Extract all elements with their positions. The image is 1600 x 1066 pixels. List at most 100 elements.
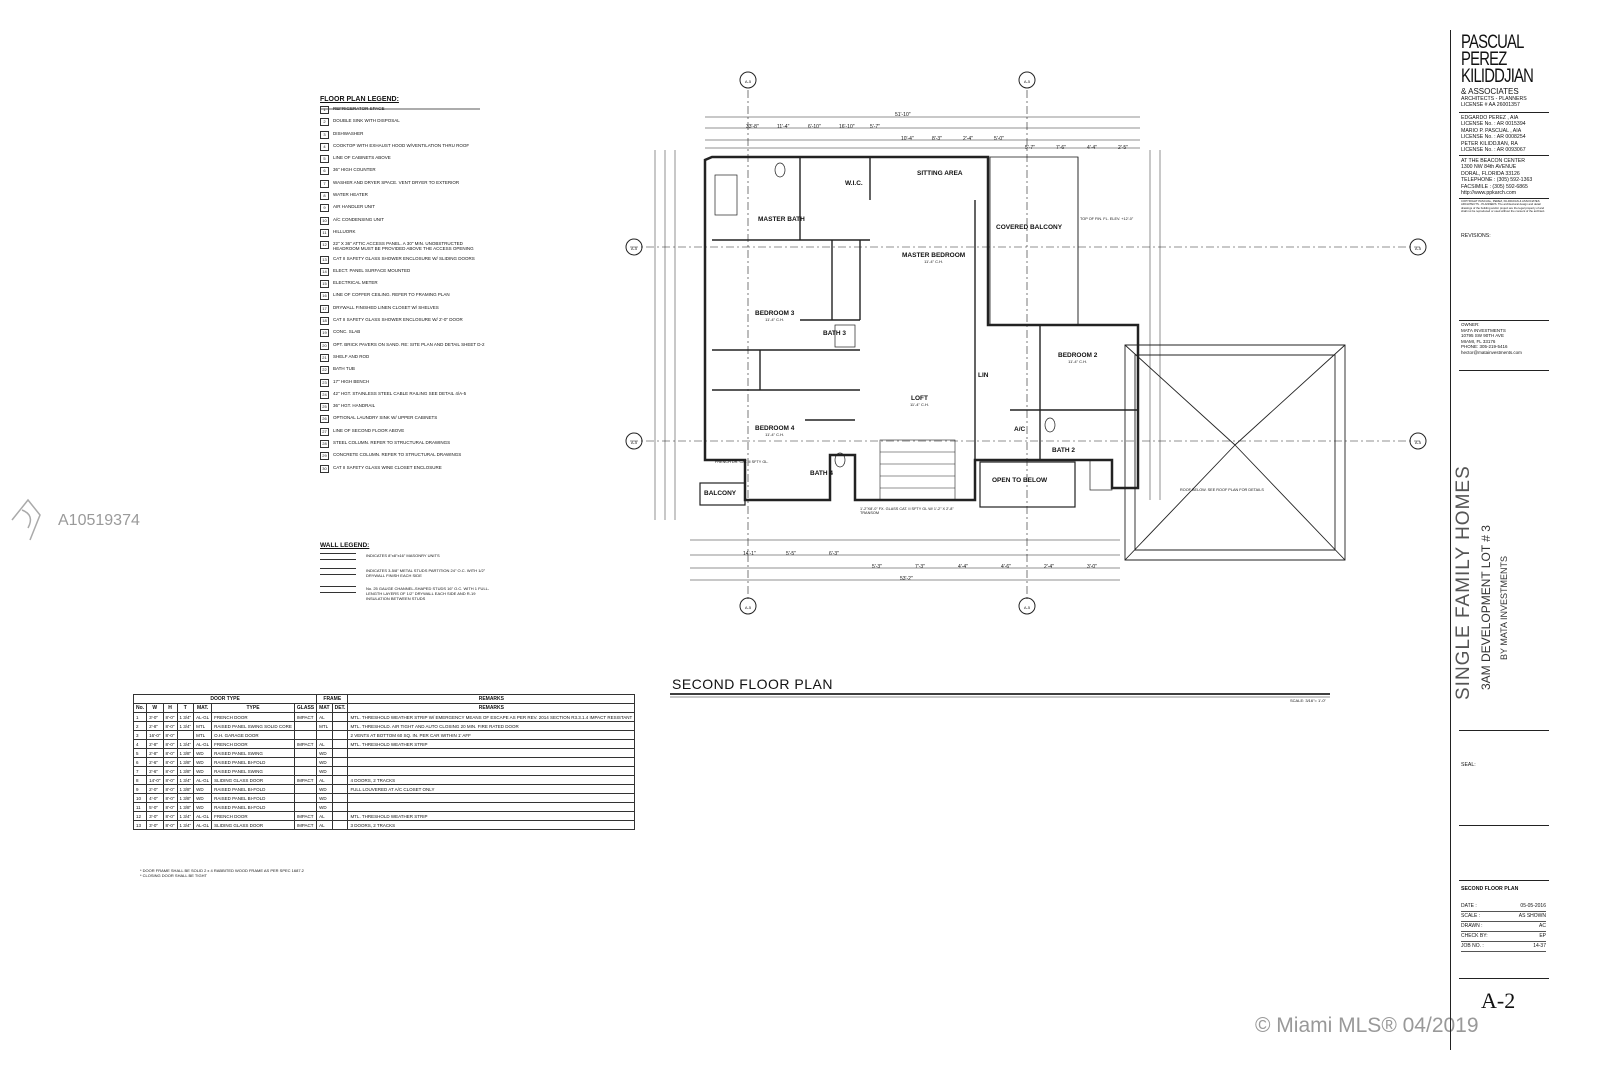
- door-cell: MTL. THRESHOLD. AIR TIGHT AND AUTO CLOSI…: [347, 721, 636, 731]
- door-cell: 8'-0": [162, 739, 178, 749]
- legend-text: OPT. BRICK PAVERS ON SAND. RE: SITE PLAN…: [333, 341, 485, 347]
- door-cell: [347, 802, 636, 812]
- door-col-header: DET.: [331, 703, 349, 713]
- legend-text: HILLUORK: [333, 228, 356, 234]
- room-label: MASTER BATH: [758, 216, 805, 223]
- sheet-field-value: AS SHOWN: [1518, 913, 1546, 919]
- project-title: SINGLE FAMILY HOMES: [1453, 465, 1474, 700]
- door-cell: IMPACT: [293, 739, 318, 749]
- room-ceiling: 11'-4" C.H.: [765, 432, 785, 437]
- door-col-header: GLASS: [293, 703, 318, 713]
- door-cell: [331, 811, 349, 821]
- owner-line: OWNER:: [1461, 322, 1480, 327]
- door-schedule-title: DOOR TYPE: [132, 694, 318, 704]
- door-cell: 8'-0": [162, 730, 178, 740]
- door-cell: AL-GL: [193, 811, 213, 821]
- door-cell: 13: [132, 820, 148, 830]
- legend-key: 3: [320, 130, 329, 139]
- door-cell: [347, 766, 636, 776]
- door-cell: [293, 730, 318, 740]
- grid-tag: A-5: [745, 79, 752, 84]
- plan-note: 1'-2"X8'-0" FX. GLASS CAT. II SFTY GL W/…: [860, 507, 954, 515]
- address-line: DORAL, FLORIDA 33126: [1461, 170, 1520, 177]
- room-name: BALCONY: [704, 490, 737, 497]
- door-cell: [293, 784, 318, 794]
- room-name: BATH 2: [1052, 447, 1075, 454]
- plan-note: FRENCH DR. CAT. II SFTY GL.: [715, 460, 769, 464]
- address-line: 1300 NW 84th AVENUE: [1461, 164, 1517, 171]
- legend-key: 2: [320, 118, 329, 127]
- door-cell: 8'-0": [162, 793, 178, 803]
- grid-tag: A-5: [1415, 440, 1422, 445]
- fixtures: [714, 162, 1113, 491]
- door-cell: 4: [132, 739, 148, 749]
- interior-walls: [712, 157, 1138, 460]
- sheet-field: JOB NO. :14-37: [1461, 942, 1546, 952]
- dimension-label: 5'-3": [872, 564, 882, 570]
- dimension-label: 53'-2": [900, 576, 913, 582]
- door-cell: 7: [132, 766, 148, 776]
- dimension-label: 4'-6": [1001, 564, 1011, 570]
- door-cell: 12: [132, 811, 148, 821]
- wall-legend-row: INDICATES 8"x8"x16" MASONRY UNITS: [320, 553, 490, 560]
- dimension-label: 8'-3": [932, 136, 942, 142]
- revisions-label: REVISIONS:: [1461, 233, 1491, 239]
- wall-legend-text: No. 25 GAUGE CHANNEL-SHAPED STUDS 16" O.…: [366, 586, 490, 601]
- legend-text: A/C CONDENSING UNIT: [333, 216, 385, 222]
- legend-key: 13: [320, 255, 329, 264]
- wall-legend-title: WALL LEGEND:: [320, 542, 370, 549]
- room-name: BEDROOM 4: [755, 425, 795, 432]
- door-col-header: H: [162, 703, 178, 713]
- covered-balcony-outline: [989, 156, 1079, 326]
- plan-note: ROOF BELOW. SEE ROOF PLAN FOR DETAILS: [1180, 488, 1264, 492]
- grid-lines: [630, 90, 1420, 600]
- door-cell: 1 3/4": [176, 811, 195, 821]
- door-cell: FULL LOUVERED AT A/C CLOSET ONLY: [347, 784, 636, 794]
- legend-text: CAT II SAFETY GLASS SHOWER ENCLOSURE W/ …: [333, 317, 463, 323]
- door-cell: 1 3/8": [176, 802, 195, 812]
- wall-symbol-icon: [320, 568, 356, 575]
- door-col-header: W: [146, 703, 164, 713]
- legend-key: 24: [320, 390, 329, 399]
- room-name: SITTING AREA: [917, 170, 963, 177]
- door-cell: SLIDING GLASS DOOR: [211, 775, 295, 785]
- door-cell: [331, 820, 349, 830]
- plan-note: TOP OF FIN. FL. ELEV. +12'-0": [1080, 217, 1134, 221]
- legend-text: WASHER AND DRYER SPACE. VENT DRYER TO EX…: [333, 179, 460, 185]
- dimension-label: 4'-4": [1087, 145, 1097, 151]
- sheet-field-label: DATE :: [1461, 903, 1477, 909]
- dimension-label: 33'-8": [746, 124, 759, 130]
- door-cell: 1 3/4": [176, 820, 195, 830]
- door-cell: WD: [193, 784, 213, 794]
- legend-key: 26: [320, 415, 329, 424]
- architect-line: LICENSE No. : AR 0093067: [1461, 147, 1526, 154]
- plan-title: SECOND FLOOR PLAN: [672, 676, 833, 692]
- legend-key: 12: [320, 241, 329, 250]
- door-cell: 2 VENTS AT BOTTOM 60 SQ. IN. PER CAR WIT…: [347, 730, 636, 740]
- dimension-lines: [654, 116, 1161, 581]
- door-cell: 1 3/8": [176, 784, 195, 794]
- room-ceiling: 11'-4" C.H.: [924, 259, 944, 264]
- legend-text: ELECT. PANEL SURFACE MOUNTED: [333, 267, 411, 273]
- wall-symbol-icon: [320, 586, 356, 593]
- legend-text: COOKTOP WITH EXHAUST HOOD W/VENTILATION …: [333, 142, 470, 148]
- listing-id: A10519374: [58, 512, 140, 529]
